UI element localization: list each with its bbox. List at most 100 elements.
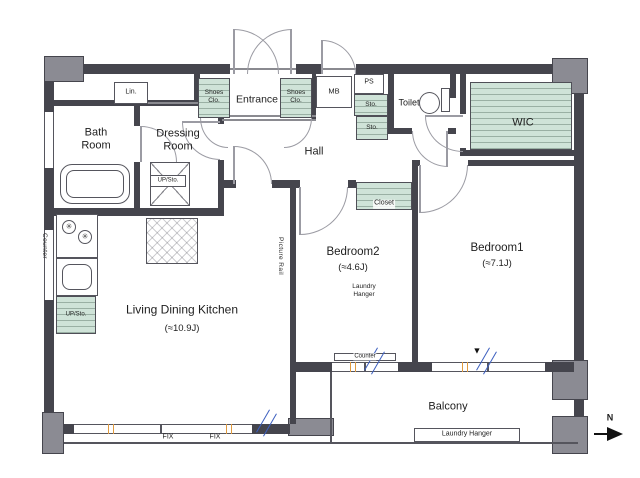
label-pipe-space: PS <box>364 78 374 86</box>
room-label-toilet: Toilet <box>398 97 420 108</box>
wall-segment <box>44 300 54 412</box>
wall-segment <box>412 160 420 166</box>
storage-hatch <box>146 218 198 264</box>
walk-in-closet-area <box>470 82 572 150</box>
wall-segment <box>218 160 224 216</box>
label-counter-kitchen: Counter <box>41 233 48 259</box>
room-label-bedroom1: Bedroom1 <box>470 241 524 254</box>
toilet-fixture-bowl <box>419 92 440 114</box>
wall-segment <box>468 160 574 166</box>
wall-segment <box>388 128 412 134</box>
label-storage-upper: Sto. <box>365 101 377 109</box>
label-fix-left: FIX <box>162 433 174 441</box>
label-picture-rail: Picture Rail <box>277 237 284 276</box>
door-leaf <box>140 126 142 162</box>
wall-segment <box>312 74 316 120</box>
window <box>74 424 252 434</box>
window-mullion <box>160 424 162 434</box>
door-leaf <box>290 29 292 74</box>
window-mullion <box>487 362 489 372</box>
room-label-bath: Bath Room <box>81 126 111 152</box>
balcony-edge-line <box>64 442 578 444</box>
north-arrow-icon <box>607 427 623 441</box>
wall-segment <box>356 64 552 74</box>
door-leaf <box>321 40 323 74</box>
wall-segment <box>222 180 236 188</box>
door-leaf <box>299 187 301 235</box>
structural-pillar <box>44 56 84 82</box>
wall-segment <box>545 362 574 372</box>
balcony-divider-line <box>330 372 332 444</box>
label-closet: Closet <box>373 199 395 209</box>
door-leaf <box>182 121 220 123</box>
entrance-step-line <box>222 119 316 121</box>
door-leaf <box>419 165 421 213</box>
door-swing-arc <box>420 165 468 213</box>
window <box>44 112 54 168</box>
room-size-ldk: (≈10.9J) <box>164 323 200 335</box>
window <box>44 230 54 300</box>
entrance-step-line <box>222 115 316 117</box>
storage-upper <box>354 94 388 116</box>
wall-segment <box>348 180 356 188</box>
storage-lower <box>356 116 388 140</box>
room-label-wic: WIC <box>512 116 534 129</box>
wall-segment <box>44 82 54 112</box>
wall-segment <box>290 182 296 424</box>
shoes-closet-right <box>280 78 312 118</box>
room-label-ldk: Living Dining Kitchen <box>125 302 239 317</box>
door-swing-arc <box>322 40 356 74</box>
room-label-entrance: Entrance <box>235 93 279 106</box>
balcony-access-icon: ▼ <box>472 345 482 356</box>
door-swing-arc <box>300 187 348 235</box>
label-fix-right: FIX <box>209 433 221 441</box>
wall-segment <box>574 400 584 416</box>
north-label: N <box>606 412 614 423</box>
door-swing-arc <box>284 118 312 148</box>
wall-segment <box>296 64 322 74</box>
door-swing-arc <box>234 146 272 184</box>
label-linen: Lin. <box>125 88 137 96</box>
meter-box <box>316 76 352 108</box>
label-shoes-closet-right: Shoes Clo. <box>286 89 306 104</box>
door-leaf <box>425 115 463 117</box>
shoes-closet-left <box>198 78 230 118</box>
door-leaf <box>233 29 235 74</box>
room-label-balcony: Balcony <box>428 400 468 413</box>
label-shoes-closet-left: Shoes Clo. <box>204 89 224 104</box>
room-label-hall: Hall <box>304 145 324 158</box>
wall-segment <box>388 74 394 134</box>
room-size-bedroom1: (≈7.1J) <box>482 258 512 270</box>
wall-segment <box>272 180 300 188</box>
label-counter-bedroom2: Counter <box>353 353 377 361</box>
room-label-dressing: Dressing Room <box>156 127 200 153</box>
structural-pillar <box>42 412 64 454</box>
wall-segment <box>296 362 332 372</box>
window-mullion <box>364 362 366 372</box>
wall-segment <box>64 424 74 434</box>
wall-segment <box>44 168 54 230</box>
wall-segment <box>194 74 200 106</box>
room-label-bedroom2: Bedroom2 <box>326 245 380 258</box>
laundry-hanger-box <box>414 428 520 442</box>
wall-segment <box>84 64 230 74</box>
wall-segment <box>412 160 418 372</box>
bathtub-inner <box>66 170 124 198</box>
partition-line <box>138 102 218 104</box>
label-storage-lower: Sto. <box>366 124 378 132</box>
wall-segment <box>450 74 456 98</box>
door-leaf <box>446 131 448 167</box>
north-arrow-tail <box>594 433 608 435</box>
linen-closet <box>114 82 148 104</box>
wall-segment <box>460 150 574 156</box>
door-leaf <box>233 146 235 184</box>
window-marker-orange <box>226 424 232 434</box>
stove-burner-icon: ✳ <box>78 230 92 244</box>
structural-pillar <box>552 416 588 454</box>
up-storage-box <box>150 175 186 187</box>
toilet-fixture-tank <box>441 88 450 112</box>
wall-segment <box>460 74 466 114</box>
wall-segment <box>134 106 140 126</box>
wall-segment <box>252 424 290 434</box>
wall-segment <box>574 94 584 360</box>
